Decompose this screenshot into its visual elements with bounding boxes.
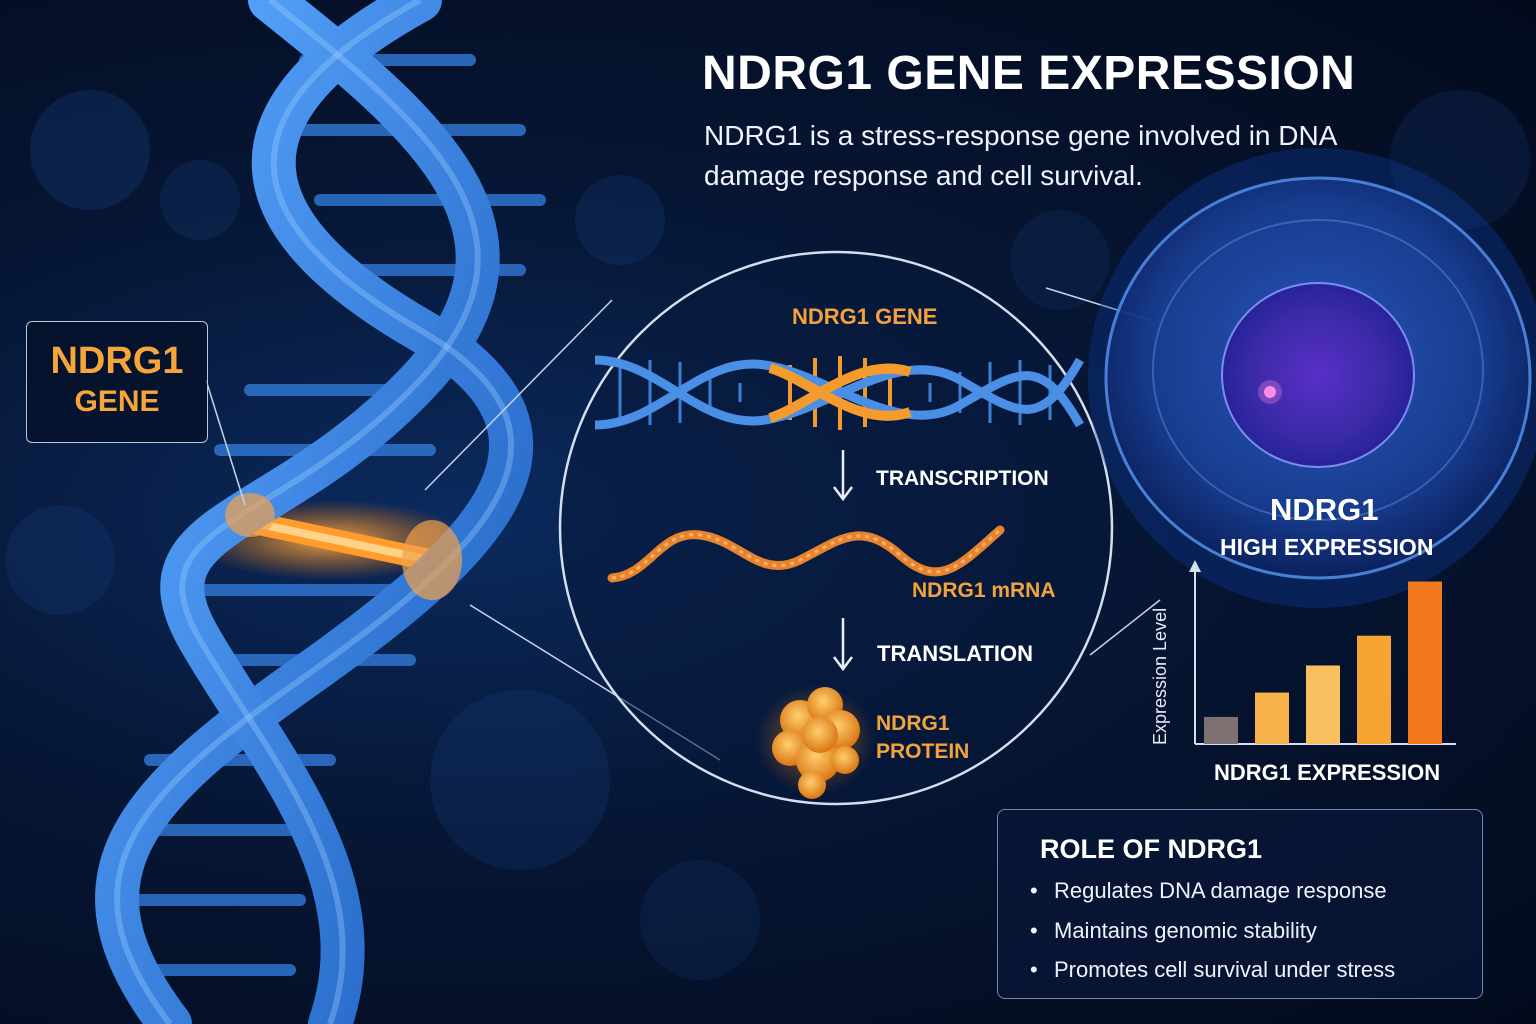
background-cells (5, 90, 1530, 980)
page-subtitle: NDRG1 is a stress-response gene involved… (704, 120, 1336, 191)
nucleus-icon (1221, 282, 1415, 468)
transcription-label: TRANSCRIPTION (876, 467, 1049, 490)
translation-label: TRANSLATION (877, 641, 1034, 666)
gene-dna-icon (594, 355, 1084, 430)
chart-bar-4 (1357, 635, 1391, 744)
cell-subtitle: HIGH EXPRESSION (1220, 534, 1434, 560)
role-list-item: • Maintains genomic stability (1030, 918, 1317, 944)
role-list-item: • Promotes cell survival under stress (1030, 957, 1395, 983)
expression-bar-chart (1204, 581, 1442, 744)
chart-y-axis-label: Expression Level (1150, 607, 1170, 745)
bullet-icon: • (1030, 957, 1038, 982)
role-item-text: Maintains genomic stability (1054, 918, 1317, 943)
chart-bar-5 (1408, 581, 1442, 744)
mrna-label: NDRG1 mRNA (912, 579, 1056, 602)
cell-title: NDRG1 (1270, 492, 1379, 527)
down-arrow-icon (833, 450, 853, 502)
down-arrow-icon (833, 618, 853, 672)
role-panel: ROLE OF NDRG1 • Regulates DNA damage resp… (997, 809, 1483, 999)
role-item-text: Regulates DNA damage response (1054, 878, 1387, 903)
protein-icon (755, 685, 875, 799)
chart-bar-1 (1204, 716, 1238, 744)
chart-x-axis-label: NDRG1 EXPRESSION (1214, 760, 1441, 785)
page-title: NDRG1 GENE EXPRESSION (702, 47, 1356, 100)
gene-label: NDRG1 GENE (792, 304, 938, 329)
role-list-item: • Regulates DNA damage response (1030, 878, 1387, 904)
role-title: ROLE OF NDRG1 (1040, 834, 1263, 864)
gene-callout-line1: NDRG1 (50, 340, 184, 382)
chart-bar-3 (1306, 665, 1340, 744)
cell-icon (1088, 148, 1536, 608)
bullet-icon: • (1030, 918, 1038, 943)
chart-bar-2 (1255, 692, 1289, 744)
protein-label: NDRG1 PROTEIN (876, 712, 970, 763)
bullet-icon: • (1030, 878, 1038, 903)
gene-callout-line2: GENE (74, 385, 160, 418)
role-item-text: Promotes cell survival under stress (1054, 957, 1396, 982)
y-axis-arrow-icon (1189, 560, 1201, 572)
gene-callout: NDRG1 GENE (26, 321, 208, 443)
dna-helix-icon (95, 0, 546, 1024)
